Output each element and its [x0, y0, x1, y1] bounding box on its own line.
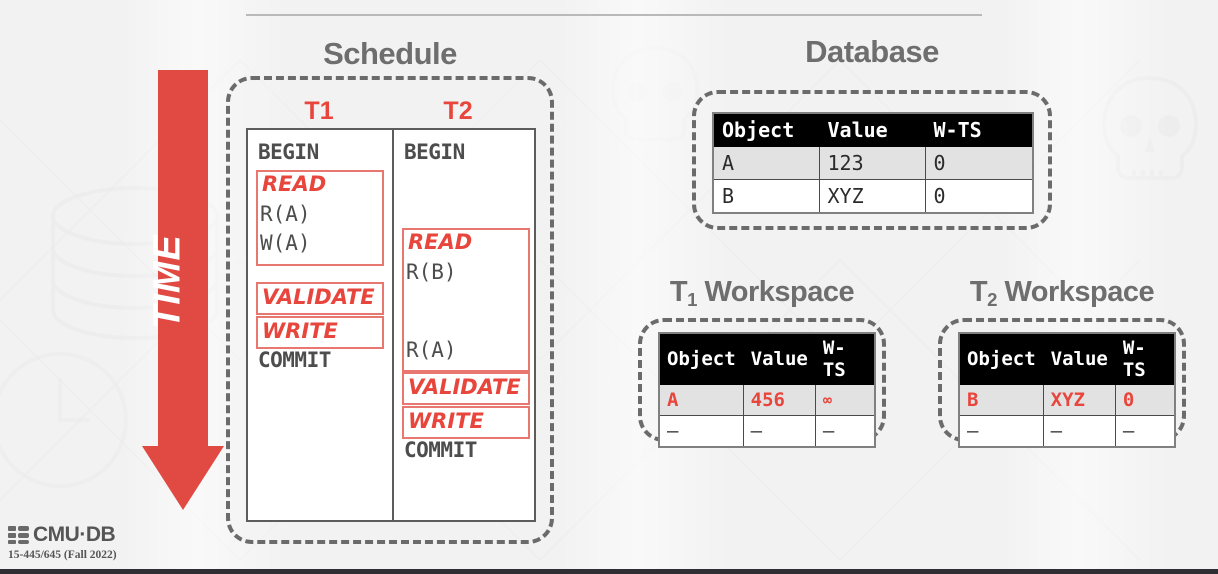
schedule-title: Schedule	[323, 36, 457, 71]
workspace-t1-prefix: T	[669, 276, 688, 308]
database-title: Database	[805, 34, 939, 69]
cell-wts: 0	[924, 179, 1034, 214]
time-arrow-shaft	[158, 70, 208, 448]
skull-watermark	[1090, 70, 1210, 200]
table-row: A 123 0	[712, 146, 1034, 180]
table-row: B XYZ 0	[958, 384, 1176, 416]
bottom-bar	[0, 569, 1218, 574]
cell-wts: 0	[1114, 384, 1176, 416]
op-begin: BEGIN	[404, 140, 465, 164]
table-row: – – –	[958, 415, 1176, 447]
op-write-a: W(A)	[260, 231, 311, 255]
table-header-row: Object Value W-TS	[958, 332, 1176, 385]
op-write-phase: WRITE	[262, 319, 338, 343]
op-read-a: R(A)	[260, 202, 311, 226]
op-validate-phase: VALIDATE	[408, 375, 521, 399]
cmu-db-wordmark: CMU·DB	[33, 523, 116, 546]
cell-wts: 0	[924, 146, 1034, 180]
cell-value: –	[1042, 415, 1116, 447]
read-phase-box	[256, 170, 384, 266]
op-validate-phase: VALIDATE	[262, 285, 375, 309]
cell-object: B	[958, 384, 1044, 416]
cell-object: A	[658, 384, 744, 416]
table-row: A 456 ∞	[658, 384, 876, 416]
workspace-t1-suffix: Workspace	[696, 276, 855, 308]
cmu-db-logo: CMU·DB 15-445/645 (Fall 2022)	[8, 524, 117, 561]
cell-object: B	[712, 179, 820, 214]
cell-wts: –	[814, 415, 876, 447]
write-phase-box	[256, 316, 384, 349]
transaction-2-name: T	[443, 97, 459, 125]
cell-object: –	[658, 415, 744, 447]
cell-wts: –	[1114, 415, 1176, 447]
op-write-phase: WRITE	[408, 409, 484, 433]
column-header-value: Value	[818, 112, 926, 147]
cell-value: XYZ	[1042, 384, 1116, 416]
transaction-2-subscript: 2	[458, 97, 473, 125]
read-phase-box	[402, 228, 530, 372]
op-read-phase: READ	[262, 172, 327, 196]
cell-object: –	[958, 415, 1044, 447]
table-row: B XYZ 0	[712, 179, 1034, 214]
workspace-t2-title: T2 Workspace	[926, 276, 1198, 311]
column-header-wts: W-TS	[814, 332, 876, 385]
time-arrow-head	[142, 446, 224, 510]
database-table: Object Value W-TS A 123 0 B XYZ 0	[712, 112, 1034, 214]
op-read-a: R(A)	[406, 338, 457, 362]
transaction-1-subscript: 1	[319, 97, 334, 125]
course-label: 15-445/645 (Fall 2022)	[8, 549, 117, 561]
column-header-wts: W-TS	[1114, 332, 1176, 385]
cell-value: 123	[818, 146, 926, 180]
transaction-2-header: T2	[428, 97, 488, 126]
write-phase-box	[402, 406, 530, 439]
workspace-t1-title: T1 Workspace	[626, 276, 898, 311]
schedule-grid: BEGIN READ R(A) W(A) VALIDATE WRITE COMM…	[246, 128, 536, 522]
cmu-db-brand: CMU·DB	[8, 524, 117, 545]
cell-value: –	[742, 415, 816, 447]
transaction-1-header: T1	[289, 97, 349, 126]
table-header-row: Object Value W-TS	[658, 332, 876, 385]
database-stack-icon	[8, 525, 30, 545]
schedule-column-divider	[392, 130, 394, 520]
cell-value: XYZ	[818, 179, 926, 214]
validate-phase-box	[402, 372, 530, 405]
op-commit: COMMIT	[258, 348, 331, 372]
transaction-2-column: BEGIN READ R(B) R(A) VALIDATE WRITE COMM…	[394, 130, 538, 520]
cell-value: 456	[742, 384, 816, 416]
workspace-t1-subscript: 1	[687, 289, 697, 311]
time-arrow-label: TIME	[146, 234, 189, 329]
header-divider-rule	[246, 14, 982, 16]
workspace-t2-suffix: Workspace	[996, 276, 1155, 308]
time-arrow: TIME	[142, 70, 224, 510]
op-commit: COMMIT	[404, 438, 477, 462]
column-header-wts: W-TS	[924, 112, 1034, 147]
column-header-object: Object	[958, 332, 1044, 385]
table-header-row: Object Value W-TS	[712, 112, 1034, 147]
op-read-phase: READ	[408, 230, 473, 254]
column-header-value: Value	[1042, 332, 1116, 385]
cell-wts: ∞	[814, 384, 876, 416]
op-read-b: R(B)	[406, 260, 457, 284]
cell-object: A	[712, 146, 820, 180]
transaction-1-name: T	[304, 97, 320, 125]
transaction-1-column: BEGIN READ R(A) W(A) VALIDATE WRITE COMM…	[248, 130, 392, 520]
column-header-value: Value	[742, 332, 816, 385]
workspace-t2-prefix: T	[969, 276, 988, 308]
column-header-object: Object	[712, 112, 820, 147]
table-row: – – –	[658, 415, 876, 447]
workspace-t2-table: Object Value W-TS B XYZ 0 – – –	[958, 332, 1177, 448]
workspace-t2-subscript: 2	[987, 289, 997, 311]
validate-phase-box	[256, 282, 384, 315]
workspace-t1-table: Object Value W-TS A 456 ∞ – – –	[658, 332, 877, 448]
op-begin: BEGIN	[258, 140, 319, 164]
column-header-object: Object	[658, 332, 744, 385]
